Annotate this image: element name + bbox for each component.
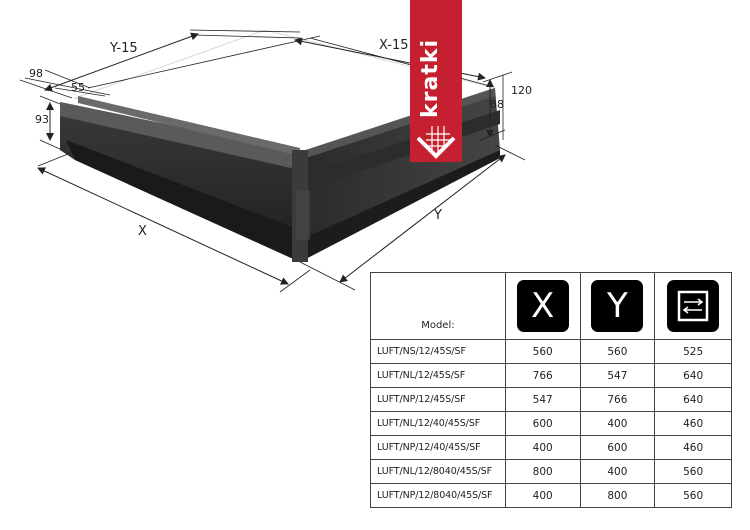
airflow-cell: 460 bbox=[654, 435, 732, 460]
x-cell: 400 bbox=[504, 483, 581, 508]
x-cell: 547 bbox=[504, 387, 581, 412]
y-cell: 547 bbox=[579, 363, 656, 388]
model-cell: LUFT/NL/12/8040/45S/SF bbox=[370, 459, 506, 484]
y-cell: 800 bbox=[579, 483, 656, 508]
airflow-cell: 640 bbox=[654, 363, 732, 388]
table-row: LUFT/NL/12/45S/SF 766 547 640 bbox=[370, 363, 732, 388]
airflow-cell: 560 bbox=[654, 483, 732, 508]
dim-label-93: 93 bbox=[35, 113, 49, 126]
arrows-exchange-icon bbox=[667, 280, 720, 332]
brand-logo-text: kratki bbox=[418, 38, 443, 118]
model-cell: LUFT/NL/12/45S/SF bbox=[370, 363, 506, 388]
dim-label-98: 98 bbox=[29, 67, 43, 80]
x-cell: 560 bbox=[504, 339, 581, 364]
model-column-header: Model: bbox=[370, 272, 506, 340]
y-cell: 400 bbox=[579, 411, 656, 436]
airflow-cell: 560 bbox=[654, 459, 732, 484]
x-dimension-icon: X bbox=[516, 280, 569, 332]
dim-label-y: Y bbox=[434, 208, 442, 223]
dimensions-table: Model: X Y LUFT bbox=[370, 272, 732, 508]
grate-arrow-icon bbox=[416, 126, 456, 159]
model-cell: LUFT/NP/12/8040/45S/SF bbox=[370, 483, 506, 508]
y-cell: 600 bbox=[579, 435, 656, 460]
dim-label-120: 120 bbox=[511, 84, 532, 97]
table-header-row: Model: X Y bbox=[370, 272, 732, 340]
brand-ribbon: kratki bbox=[410, 0, 462, 162]
airflow-cell: 525 bbox=[654, 339, 732, 364]
y-column-header: Y bbox=[579, 272, 656, 340]
table-row: LUFT/NP/12/8040/45S/SF 400 800 560 bbox=[370, 483, 732, 508]
model-cell: LUFT/NP/12/40/45S/SF bbox=[370, 435, 506, 460]
y-cell: 560 bbox=[579, 339, 656, 364]
y-cell: 400 bbox=[579, 459, 656, 484]
airflow-cell: 640 bbox=[654, 387, 732, 412]
model-cell: LUFT/NP/12/45S/SF bbox=[370, 387, 506, 412]
table-row: LUFT/NL/12/40/45S/SF 600 400 460 bbox=[370, 411, 732, 436]
airflow-column-header bbox=[654, 272, 732, 340]
table-row: LUFT/NP/12/40/45S/SF 400 600 460 bbox=[370, 435, 732, 460]
table-row: LUFT/NP/12/45S/SF 547 766 640 bbox=[370, 387, 732, 412]
dim-label-y-minus-15: Y-15 bbox=[110, 41, 138, 56]
table-row: LUFT/NS/12/45S/SF 560 560 525 bbox=[370, 339, 732, 364]
x-cell: 600 bbox=[504, 411, 581, 436]
y-dimension-icon: Y bbox=[591, 280, 644, 332]
dim-label-55: 55 bbox=[71, 81, 85, 94]
dim-label-x-minus-15: X-15 bbox=[379, 38, 409, 53]
y-cell: 766 bbox=[579, 387, 656, 412]
x-column-header: X bbox=[504, 272, 581, 340]
table-row: LUFT/NL/12/8040/45S/SF 800 400 560 bbox=[370, 459, 732, 484]
x-cell: 800 bbox=[504, 459, 581, 484]
x-cell: 766 bbox=[504, 363, 581, 388]
airflow-cell: 460 bbox=[654, 411, 732, 436]
dim-label-x: X bbox=[138, 224, 147, 239]
model-cell: LUFT/NL/12/40/45S/SF bbox=[370, 411, 506, 436]
model-cell: LUFT/NS/12/45S/SF bbox=[370, 339, 506, 364]
x-cell: 400 bbox=[504, 435, 581, 460]
dim-label-88: 88 bbox=[490, 98, 504, 111]
